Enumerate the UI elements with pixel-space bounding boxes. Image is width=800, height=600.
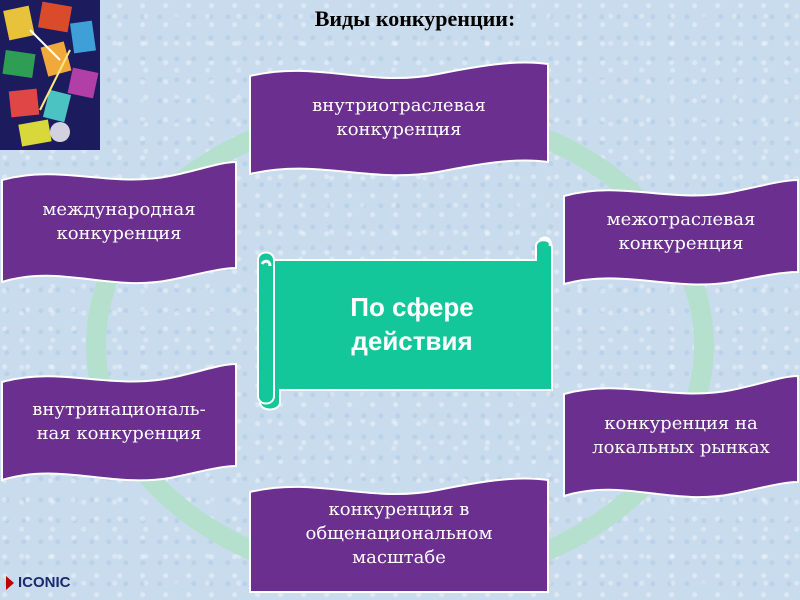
node-intra-national: внутринациональ-ная конкуренция: [0, 360, 238, 484]
brand-mark: ICONIC: [6, 574, 71, 591]
center-scroll: [240, 236, 562, 412]
play-triangle-icon: [6, 575, 14, 590]
page-title: Виды конкуренции:: [314, 6, 516, 31]
clipart-logo: [0, 0, 100, 150]
